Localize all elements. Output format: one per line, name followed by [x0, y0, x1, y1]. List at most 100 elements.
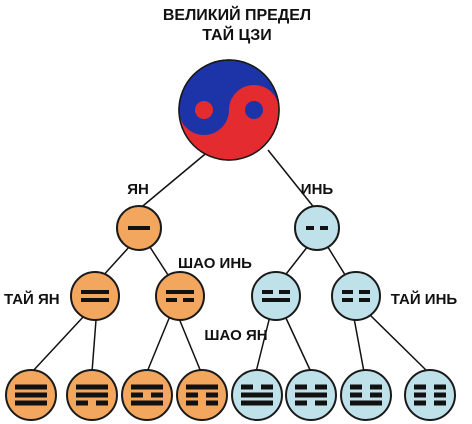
tree-connectors	[31, 149, 429, 373]
node-circle	[70, 271, 120, 321]
yin-line-right	[434, 400, 446, 406]
title-line1: ВЕЛИКИЙ ПРЕДЕЛ	[163, 5, 311, 24]
yang-line	[131, 384, 163, 390]
yang-line	[295, 392, 327, 398]
label-yang: ЯН	[127, 181, 149, 198]
yin-line-left	[262, 290, 273, 294]
title-line2: ТАЙ ЦЗИ	[202, 25, 271, 44]
yin-line-left	[342, 290, 353, 294]
node-circle	[121, 369, 173, 421]
node-shao-yang	[251, 271, 301, 321]
node-circle	[155, 271, 205, 321]
label-tai-yin: ТАЙ ИНЬ	[391, 290, 458, 308]
connector-yang-taiyang	[100, 245, 131, 279]
yin-line-left	[295, 400, 307, 406]
node-tai-yin	[331, 271, 381, 321]
yin-line-left	[350, 384, 362, 390]
label-yin: ИНЬ	[301, 181, 334, 198]
trigram-node-5	[231, 369, 283, 421]
yin-line-right	[359, 290, 370, 294]
yin-line-left	[186, 400, 198, 406]
label-shao-yang: ШАО ЯН	[204, 327, 267, 344]
yang-line	[262, 298, 290, 302]
yang-line	[76, 384, 108, 390]
connector-shaoyin-t4	[177, 315, 202, 373]
yang-line	[186, 384, 218, 390]
node-circle	[404, 369, 456, 421]
node-circle	[176, 369, 228, 421]
label-shao-yin: ШАО ИНЬ	[178, 255, 252, 272]
yin-line-left	[306, 226, 314, 230]
label-tai-yang: ТАЙ ЯН	[4, 290, 60, 308]
connector-yin-taiyin	[325, 243, 348, 279]
trigram-node-6	[285, 369, 337, 421]
yang-line	[131, 400, 163, 406]
yin-line-right	[206, 400, 218, 406]
yang-line	[15, 384, 47, 390]
yang-line	[128, 226, 150, 230]
yin-line-left	[414, 392, 426, 398]
yin-line-right	[261, 384, 273, 390]
yin-line-left	[414, 400, 426, 406]
trigram-node-4	[176, 369, 228, 421]
yin-line-right	[96, 400, 108, 406]
yin-line-right	[151, 392, 163, 398]
yang-line	[241, 392, 273, 398]
node-circle	[340, 369, 392, 421]
connector-taiyang-t2	[91, 319, 97, 373]
trigram-node-7	[340, 369, 392, 421]
yin-line-left	[342, 298, 353, 302]
trigram-node-8	[404, 369, 456, 421]
yin-line-right	[315, 400, 327, 406]
yin-line-right	[320, 226, 328, 230]
yin-line-right	[434, 384, 446, 390]
connector-taiyang-t1	[31, 315, 85, 373]
yang-line	[15, 400, 47, 406]
yin-line-right	[434, 392, 446, 398]
connector-taiyin-t8	[367, 312, 429, 373]
yang-line	[241, 400, 273, 406]
yin-line-right	[370, 384, 382, 390]
yin-line-right	[279, 290, 290, 294]
yang-line	[81, 298, 109, 302]
connector-shaoyang-t5	[255, 315, 271, 373]
yin-line-left	[131, 392, 143, 398]
yin-line-left	[350, 392, 362, 398]
yin-line-left	[414, 384, 426, 390]
yin-line-left	[186, 392, 198, 398]
node-circle	[331, 271, 381, 321]
yin-line-left	[76, 400, 88, 406]
yang-line	[166, 290, 194, 294]
yin-line-right	[370, 392, 382, 398]
connector-taiyin-t7	[353, 317, 365, 373]
yin-line-right	[359, 298, 370, 302]
connector-shaoyang-t6	[284, 315, 312, 373]
yin-line-left	[295, 384, 307, 390]
yin-line-left	[241, 384, 253, 390]
node-yang	[116, 205, 162, 251]
node-tai-yang	[70, 271, 120, 321]
yin-yang-icon	[178, 59, 280, 161]
node-shao-yin	[155, 271, 205, 321]
node-circle	[294, 205, 340, 251]
yin-line-right	[315, 384, 327, 390]
yin-line-right	[183, 298, 194, 302]
yang-line	[76, 392, 108, 398]
node-yin	[294, 205, 340, 251]
node-circle	[251, 271, 301, 321]
trigram-node-3	[121, 369, 173, 421]
trigram-node-2	[66, 369, 118, 421]
yang-line	[81, 290, 109, 294]
connector-taiji-yin	[267, 149, 317, 211]
yang-line	[15, 392, 47, 398]
connector-yang-shaoyin	[147, 243, 171, 279]
yin-line-left	[166, 298, 177, 302]
connector-yin-shaoyang	[282, 245, 309, 279]
connector-shaoyin-t3	[146, 315, 171, 373]
yin-line-right	[206, 392, 218, 398]
yang-line	[350, 400, 382, 406]
connector-taiji-yang	[137, 149, 211, 211]
trigram-node-1	[5, 369, 57, 421]
